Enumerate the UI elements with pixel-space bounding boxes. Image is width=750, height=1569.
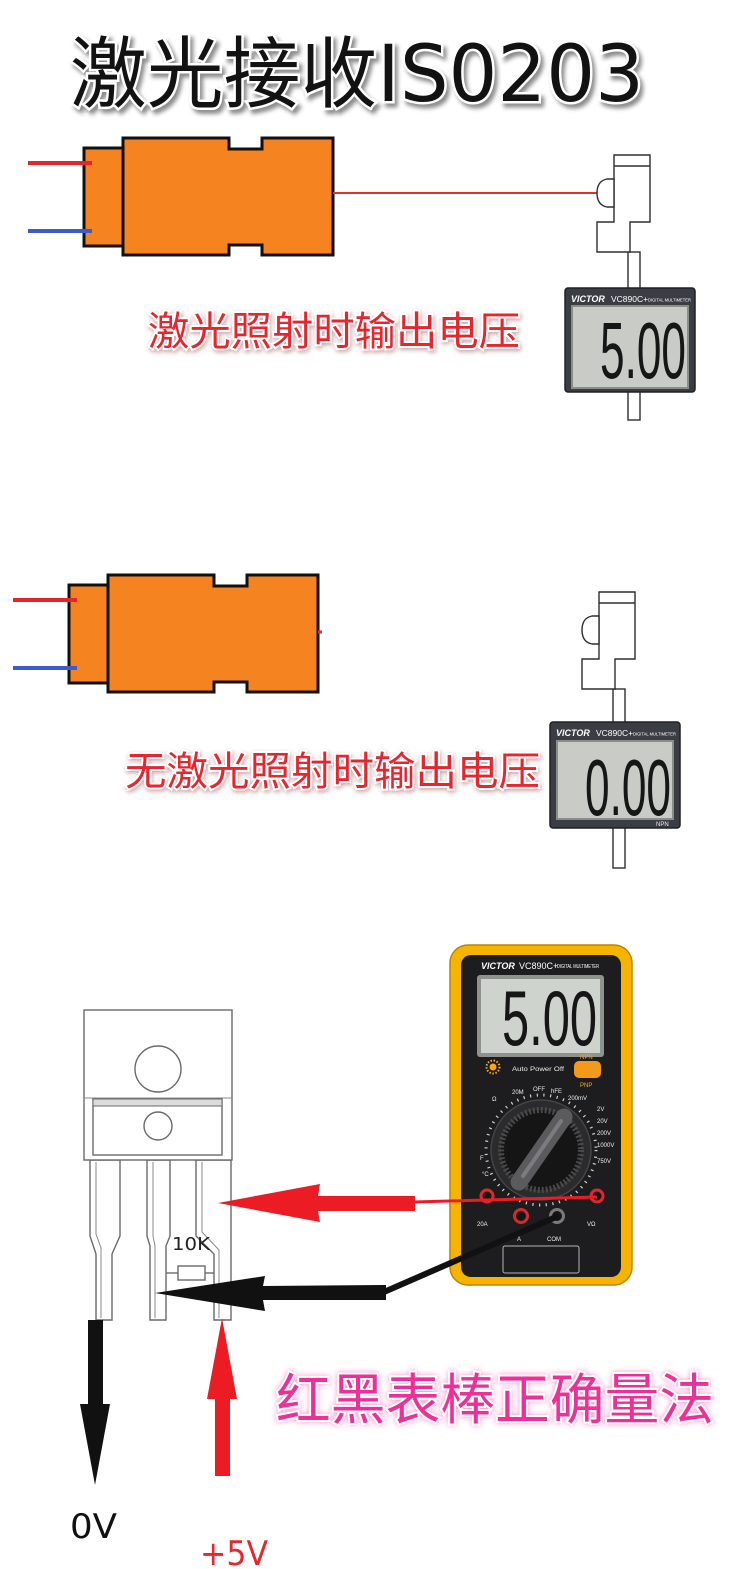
dial-label: 1000V	[597, 1143, 614, 1149]
jack-label-volt-ohm: VΩ	[587, 1222, 596, 1228]
receiver-component	[83, 1009, 233, 1161]
caption-laser-off: 无激光照射时输出电压	[125, 749, 540, 795]
lcd-screen	[571, 305, 689, 389]
dial-pointer-highlight	[521, 1119, 563, 1178]
lead-left-inner	[95, 1162, 102, 1318]
dial-scale-ticks	[484, 1093, 598, 1207]
meter-subtitle: DIGITAL MULTIMETER	[648, 298, 692, 303]
meter-display-on: VICTOR VC890C+ DIGITAL MULTIMETER 5.00	[564, 287, 696, 395]
meter-model: VC890C+	[596, 728, 633, 738]
dial-label: 20V	[597, 1119, 608, 1125]
dial-label: 750V	[597, 1159, 611, 1165]
dial-label: OFF	[533, 1087, 545, 1093]
receiver-lens	[581, 615, 600, 645]
supply-label: +5V	[200, 1534, 268, 1569]
multimeter: VICTOR VC890C+ DIGITAL MULTIMETER 5.00 A…	[449, 944, 633, 1286]
jack-label-com: COM	[547, 1237, 561, 1243]
dial-label: 20M	[512, 1090, 524, 1096]
sensor-window	[143, 1111, 173, 1141]
meter-brand: VICTOR	[571, 294, 605, 304]
dial-label: Ω	[492, 1097, 497, 1103]
receiver-body	[596, 154, 651, 253]
meter-brand: VICTOR	[556, 728, 590, 738]
dial-label: hFE	[551, 1089, 562, 1095]
black-probe-arrow	[155, 1276, 386, 1311]
lcd-screen	[481, 979, 600, 1053]
red-probe-arrow	[218, 1184, 415, 1222]
fuse-warning-box	[502, 1245, 580, 1274]
dial-label: F	[480, 1156, 484, 1162]
dial-label: °C	[482, 1172, 489, 1178]
mounting-hole	[134, 1045, 182, 1093]
lcd-reading: 5.00	[600, 306, 686, 395]
red-probe-lead	[413, 1195, 598, 1204]
auto-power-off-label: Auto Power Off	[512, 1067, 564, 1073]
jack-label-a: A	[517, 1237, 521, 1243]
backlight-icon-rays	[485, 1059, 501, 1075]
emitter-body	[106, 573, 320, 694]
dial-label: 200V	[597, 1131, 611, 1137]
dial-label: 2V	[597, 1107, 604, 1113]
dial-label: 200mV	[568, 1096, 587, 1102]
black-probe-lead	[381, 1214, 559, 1295]
meter-model: VC890C+	[519, 961, 558, 971]
component-window-band	[92, 1098, 223, 1107]
caption-laser-on: 激光照射时输出电压	[148, 309, 520, 355]
page-title: 激光接收IS0203	[70, 30, 644, 120]
hfe-label: NPN	[656, 822, 669, 828]
resistor-label: 10K	[172, 1234, 211, 1255]
laser-emitter-off	[13, 573, 322, 694]
ground-arrow	[80, 1320, 110, 1485]
meter-brand: VICTOR	[481, 961, 515, 971]
lcd-reading: 0.00	[585, 743, 671, 832]
lcd-reading: 5.00	[502, 974, 597, 1062]
meter-display-off: VICTOR VC890C+ DIGITAL MULTIMETER 0.00 N…	[549, 721, 681, 832]
backlight-icon-core	[489, 1063, 497, 1071]
jack-label-20a: 20A	[477, 1222, 488, 1228]
receiver-lens	[596, 178, 615, 208]
receiver-body	[581, 591, 636, 690]
lead-middle	[146, 1159, 171, 1321]
pullup-resistor	[166, 1265, 214, 1281]
npn-label: NPN	[580, 1055, 593, 1061]
meter-subtitle: DIGITAL MULTIMETER	[557, 964, 599, 970]
pnp-label: PNP	[580, 1083, 592, 1089]
meter-model: VC890C+	[611, 294, 648, 304]
lead-left	[89, 1159, 121, 1321]
emitter-body	[121, 136, 335, 257]
caption-measurement: 红黑表棒正确量法	[276, 1368, 714, 1432]
component-leads	[89, 1159, 232, 1321]
laser-emitter-on	[28, 136, 335, 257]
backlight-icon	[485, 1059, 501, 1075]
jack-a	[513, 1208, 529, 1224]
supply-arrow	[207, 1318, 237, 1476]
lcd-screen	[556, 740, 674, 820]
ground-label: 0V	[70, 1507, 117, 1547]
resistor-body	[177, 1265, 206, 1281]
lead-middle-inner	[152, 1162, 156, 1318]
hfe-socket	[574, 1061, 601, 1078]
meter-subtitle: DIGITAL MULTIMETER	[633, 732, 677, 737]
